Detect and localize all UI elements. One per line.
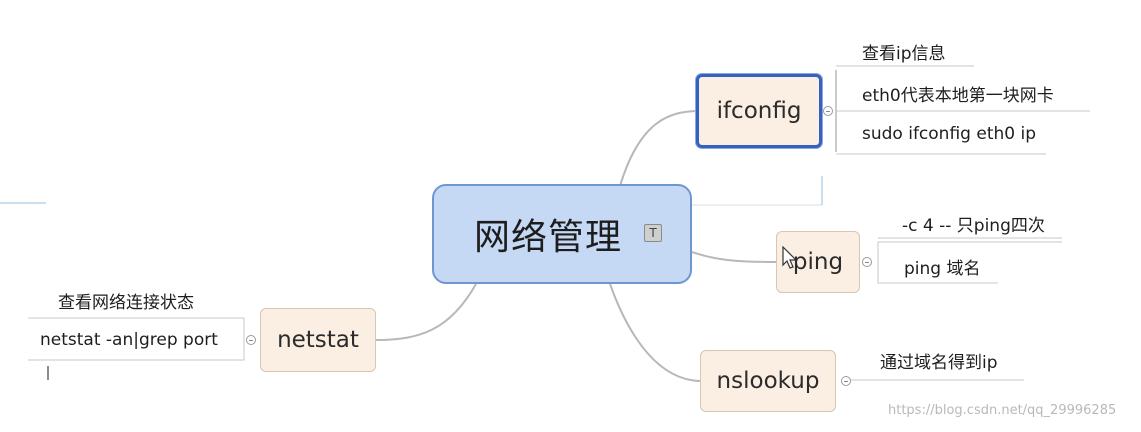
- netstat-detail-1: netstat -an|grep port: [40, 330, 218, 350]
- topic-nslookup-label: nslookup: [716, 368, 820, 394]
- watermark-url: https://blog.csdn.net/qq_29996285: [888, 403, 1117, 418]
- connector-ping: [691, 251, 777, 263]
- connector-nslookup: [609, 283, 701, 382]
- topic-ifconfig[interactable]: ifconfig: [696, 74, 822, 148]
- connector-ifconfig: [619, 110, 697, 187]
- netstat-detail-0: 查看网络连接状态: [58, 293, 194, 313]
- topic-netstat[interactable]: netstat: [260, 308, 376, 372]
- bracket-netstat: [28, 317, 245, 361]
- connector-netstat: [375, 283, 477, 341]
- topic-netstat-label: netstat: [277, 327, 359, 353]
- collapse-toggle-icon[interactable]: [841, 376, 851, 386]
- collapse-toggle-icon[interactable]: [862, 257, 872, 267]
- central-topic-node[interactable]: 网络管理 T: [432, 184, 692, 284]
- text-note-icon[interactable]: T: [644, 224, 662, 242]
- ping-detail-1: ping 域名: [904, 259, 981, 279]
- topic-ping-label: ping: [792, 249, 844, 275]
- ifconfig-detail-0: 查看ip信息: [862, 44, 946, 64]
- nslookup-detail-0: 通过域名得到ip: [880, 353, 998, 373]
- topic-nslookup[interactable]: nslookup: [700, 350, 836, 412]
- central-topic-label: 网络管理: [473, 217, 622, 258]
- mouse-cursor-icon: [782, 246, 798, 269]
- ifconfig-detail-2: sudo ifconfig eth0 ip: [862, 124, 1036, 144]
- ping-detail-0: -c 4 -- 只ping四次: [902, 216, 1045, 236]
- collapse-toggle-icon[interactable]: [823, 106, 833, 116]
- topic-ifconfig-label: ifconfig: [716, 98, 802, 124]
- ifconfig-detail-1: eth0代表本地第一块网卡: [862, 86, 1054, 106]
- bracket-ping: [877, 241, 1062, 284]
- collapse-toggle-icon[interactable]: [246, 335, 256, 345]
